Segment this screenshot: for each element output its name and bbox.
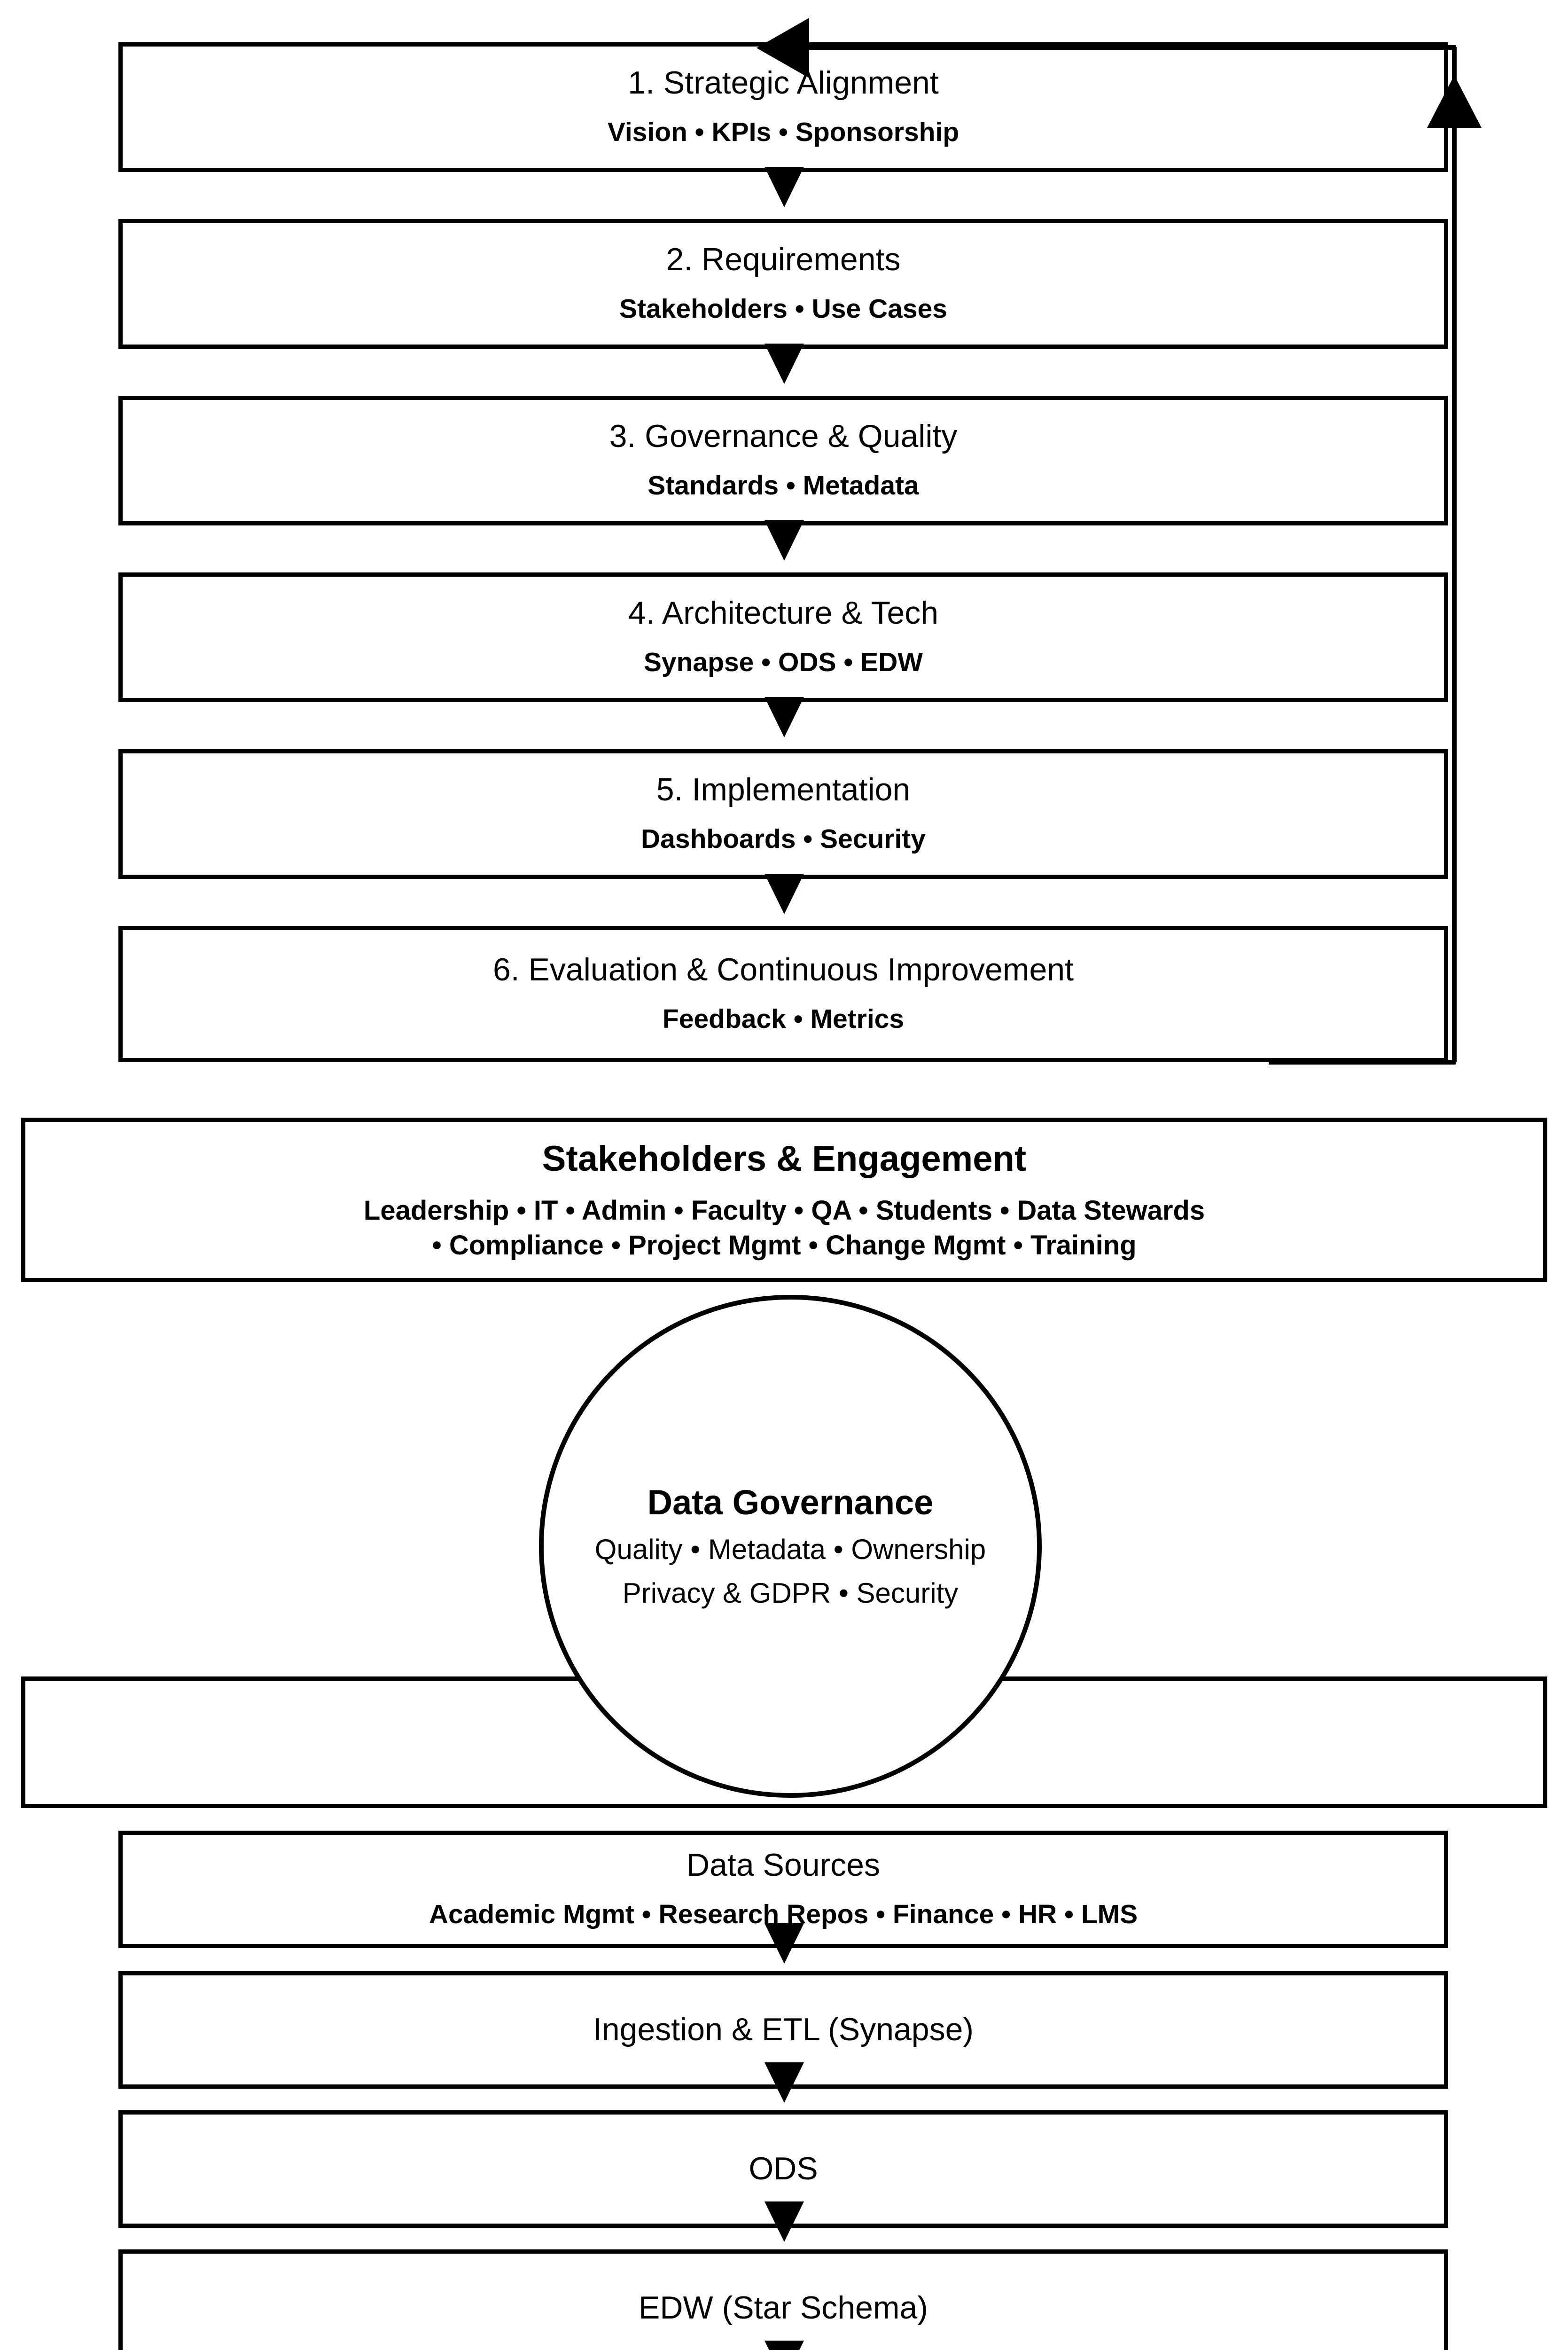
pipeline-stage-ingestion-etl-title: Ingestion & ETL (Synapse) bbox=[593, 2012, 974, 2048]
pipeline-stage-ods-title: ODS bbox=[749, 2151, 818, 2187]
stakeholders-engagement-panel[interactable]: Stakeholders & Engagement Leadership • I… bbox=[21, 1118, 1547, 1282]
arrow-step1-to-step2-icon bbox=[764, 167, 804, 207]
feedback-loop-bottom-line bbox=[1269, 1060, 1456, 1065]
stakeholders-line-2: • Compliance • Project Mgmt • Change Mgm… bbox=[432, 1230, 1137, 1261]
process-step-4-subtitle: Synapse • ODS • EDW bbox=[643, 647, 923, 678]
feedback-loop-up-arrowhead-icon bbox=[1427, 75, 1482, 128]
process-step-2[interactable]: 2. Requirements Stakeholders • Use Cases bbox=[118, 219, 1448, 349]
process-step-2-title: 2. Requirements bbox=[666, 241, 901, 277]
process-step-3-subtitle: Standards • Metadata bbox=[647, 470, 919, 501]
process-step-3-title: 3. Governance & Quality bbox=[609, 418, 958, 454]
feedback-loop-arrowhead-icon bbox=[757, 18, 809, 78]
process-step-4-title: 4. Architecture & Tech bbox=[628, 595, 939, 631]
stakeholders-title: Stakeholders & Engagement bbox=[542, 1138, 1027, 1179]
process-step-6-title: 6. Evaluation & Continuous Improvement bbox=[492, 951, 1074, 987]
process-step-5-subtitle: Dashboards • Security bbox=[641, 824, 926, 854]
pipeline-stage-edw-title: EDW (Star Schema) bbox=[639, 2290, 928, 2326]
feedback-loop-vertical-line bbox=[1452, 47, 1457, 1062]
stakeholders-line-1: Leadership • IT • Admin • Faculty • QA •… bbox=[363, 1195, 1205, 1226]
process-step-3[interactable]: 3. Governance & Quality Standards • Meta… bbox=[118, 396, 1448, 525]
arrow-sources-to-ingestion-icon bbox=[764, 1923, 804, 1964]
arrow-step2-to-step3-icon bbox=[764, 344, 804, 384]
process-step-5[interactable]: 5. Implementation Dashboards • Security bbox=[118, 749, 1448, 879]
data-governance-line-1: Quality • Metadata • Ownership bbox=[594, 1533, 986, 1565]
pipeline-stage-edw[interactable]: EDW (Star Schema) bbox=[118, 2249, 1448, 2350]
arrow-edw-to-analytics-icon bbox=[764, 2341, 804, 2350]
process-step-1-subtitle: Vision • KPIs • Sponsorship bbox=[607, 117, 960, 148]
pipeline-stage-data-sources-title: Data Sources bbox=[686, 1847, 880, 1883]
process-step-6[interactable]: 6. Evaluation & Continuous Improvement F… bbox=[118, 926, 1448, 1062]
feedback-loop-top-line bbox=[761, 45, 1456, 50]
arrow-step5-to-step6-icon bbox=[764, 874, 804, 914]
arrow-step3-to-step4-icon bbox=[764, 520, 804, 561]
process-step-5-title: 5. Implementation bbox=[656, 771, 911, 807]
arrow-ingestion-to-ods-icon bbox=[764, 2062, 804, 2103]
arrow-ods-to-edw-icon bbox=[764, 2201, 804, 2242]
arrow-step4-to-step5-icon bbox=[764, 697, 804, 737]
data-governance-line-2: Privacy & GDPR • Security bbox=[622, 1577, 959, 1609]
process-step-6-subtitle: Feedback • Metrics bbox=[662, 1004, 905, 1034]
data-governance-title: Data Governance bbox=[647, 1483, 934, 1522]
data-governance-circle[interactable]: Data Governance Quality • Metadata • Own… bbox=[539, 1295, 1042, 1798]
process-step-4[interactable]: 4. Architecture & Tech Synapse • ODS • E… bbox=[118, 572, 1448, 702]
process-step-2-subtitle: Stakeholders • Use Cases bbox=[619, 294, 947, 324]
